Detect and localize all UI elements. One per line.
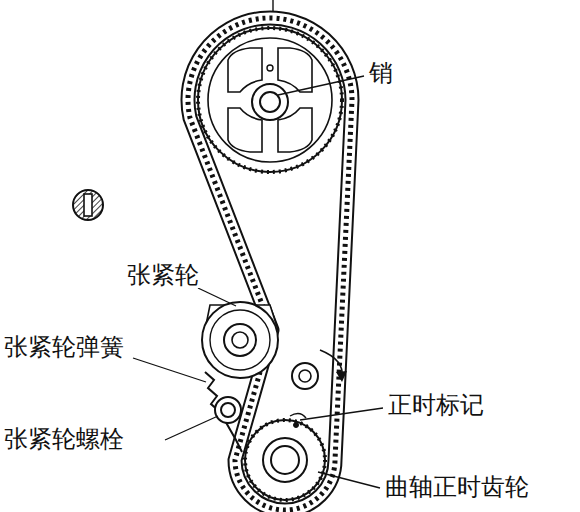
part-label: 张紧轮螺栓 (2, 426, 126, 452)
tensioner-bolt (215, 397, 241, 423)
camshaft-sprocket (198, 28, 342, 172)
part-label: 曲轴正时齿轮 (383, 474, 531, 500)
crankshaft-sprocket (245, 420, 325, 500)
part-label: 张紧轮 (125, 262, 201, 288)
loose-bolt-part (73, 190, 103, 220)
arrow-head (336, 371, 347, 382)
spring-anchor (292, 363, 318, 389)
part-label: 销 (367, 60, 395, 86)
timing-mark-symbol (290, 413, 306, 418)
tensioner-spring (205, 372, 242, 452)
part-label: 张紧轮弹簧 (2, 334, 126, 360)
timing-belt (188, 18, 352, 510)
part-label: 正时标记 (386, 392, 486, 418)
tensioner-pulley (202, 302, 278, 378)
